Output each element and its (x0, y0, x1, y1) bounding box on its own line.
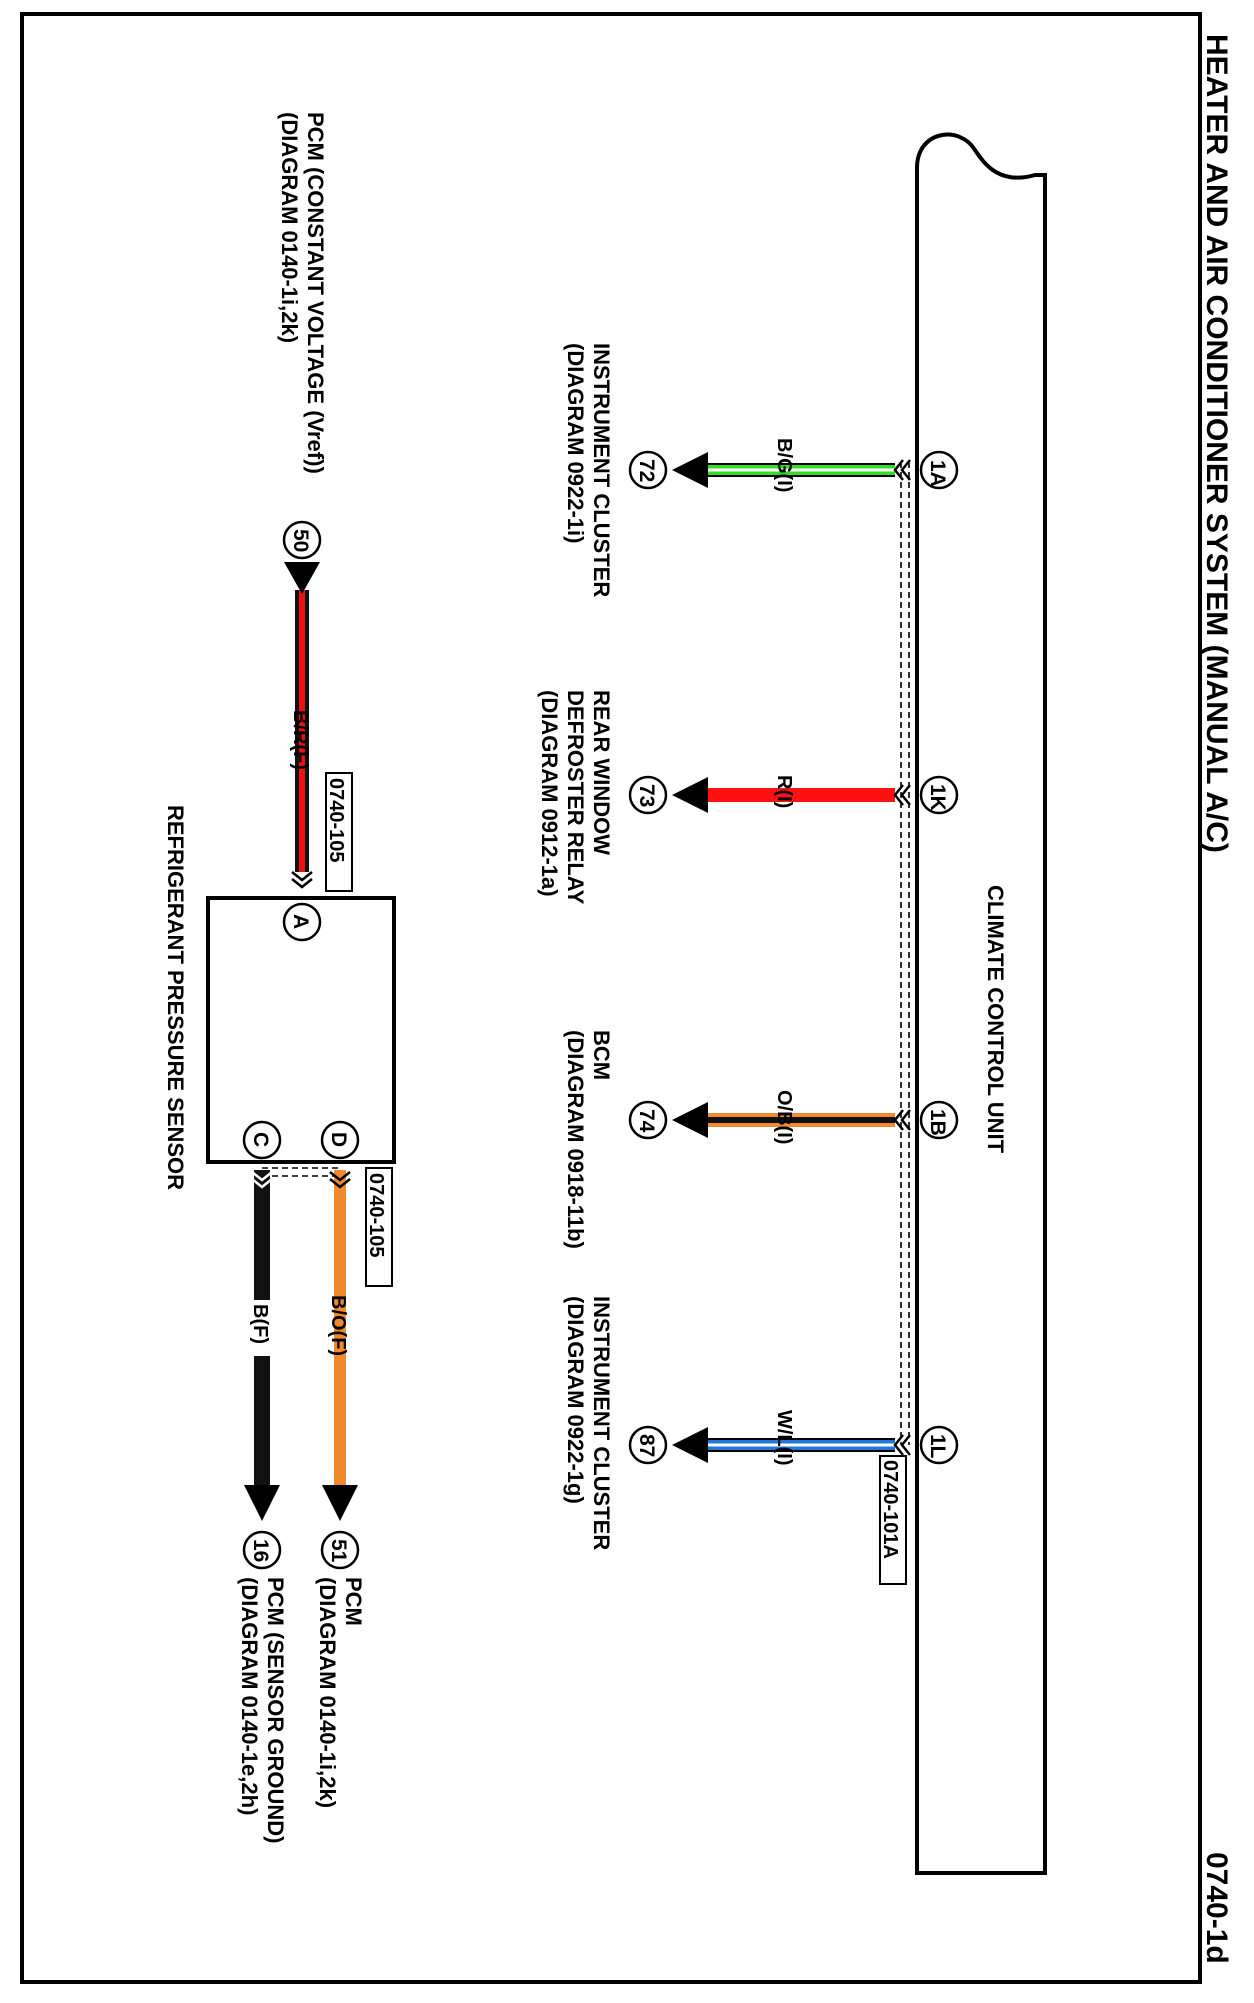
circuit-A: 50 A B/R(F) PCM (CONSTANT VOLTAGE (Vref)… (277, 112, 328, 942)
dest-circle-51 (320, 1530, 360, 1570)
wire-code-1A: B/G(I) (773, 438, 795, 492)
pin-label-C: C (249, 1132, 272, 1147)
pin-circle-1B (919, 1100, 959, 1140)
dest-ref-1B: (DIAGRAM 0918-11b) (563, 1030, 588, 1249)
arrow-1B (672, 1102, 708, 1138)
dest-name-1B: BCM (589, 1030, 614, 1080)
dest-ref-1L: (DIAGRAM 0922-1g) (563, 1296, 588, 1504)
connector-tag-0740-101A (879, 1455, 907, 1585)
wire-code-C: B(F) (249, 1304, 271, 1344)
arrow-C (244, 1485, 280, 1521)
pin-label-1A: 1A (926, 460, 949, 487)
connector-label-0740-101A: 0740-101A (879, 1460, 901, 1559)
circuit-1B: 1B O/B(I) 74 BCM (DIAGRAM 0918-11b) (563, 1030, 959, 1249)
connector-mark-D (329, 1171, 351, 1189)
sensor-box (206, 896, 396, 1164)
connector-mark-1K (893, 784, 911, 806)
climate-control-unit-box (915, 132, 1047, 1875)
dest-name1-1K: REAR WINDOW (589, 690, 614, 855)
pin-circle-D (320, 1120, 360, 1160)
connector-mark-1L (893, 1434, 911, 1456)
src-ref-A: (DIAGRAM 0140-1i,2k) (277, 112, 302, 343)
wire-code-1K: R(I) (773, 775, 795, 808)
dest-name-1L: INSTRUMENT CLUSTER (589, 1296, 614, 1550)
connector-tag-0740-105-top (325, 772, 353, 892)
dest-circle-74 (628, 1100, 668, 1140)
dest-ref-1A: (DIAGRAM 0922-1i) (563, 343, 588, 543)
connector-tag-0740-105-bottom (365, 1167, 393, 1287)
climate-control-unit-label: CLIMATE CONTROL UNIT (983, 885, 1008, 1154)
climate-control-unit-wires: 1A B/G(I) 72 INSTRUMENT CLUSTER (DIAGRAM… (537, 343, 959, 1550)
pin-circle-1K (919, 775, 959, 815)
connector-mark-A (291, 871, 313, 889)
dest-no-72: 72 (635, 459, 658, 482)
arrow-1K (672, 777, 708, 813)
pin-circle-C (242, 1120, 282, 1160)
src-no-50: 50 (289, 529, 312, 552)
wire-code-D: B/O(F) (327, 1295, 349, 1356)
arrow-A (284, 562, 320, 594)
pin-label-1L: 1L (926, 1434, 949, 1459)
dest-ref-1K: (DIAGRAM 0912-1a) (537, 690, 562, 897)
arrow-D (322, 1485, 358, 1521)
connector-label-0740-105-bottom: 0740-105 (365, 1173, 387, 1258)
arrow-1L (672, 1427, 708, 1463)
dest-no-73: 73 (635, 784, 658, 807)
pin-circle-A (282, 902, 322, 942)
dest-name-C: PCM (SENSOR GROUND) (263, 1577, 288, 1843)
connector-label-0740-105-top: 0740-105 (325, 778, 347, 863)
src-name-A: PCM (CONSTANT VOLTAGE (Vref)) (303, 112, 328, 474)
connector-mark-1A (893, 459, 911, 481)
connector-mark-1B (893, 1109, 911, 1131)
pin-circle-1L (919, 1425, 959, 1465)
arrow-1A (672, 452, 708, 488)
wire-code-1B: O/B(I) (773, 1090, 795, 1144)
dest-no-16: 16 (249, 1539, 272, 1562)
dest-no-51: 51 (327, 1539, 350, 1563)
wire-code-1L: W/L(I) (773, 1410, 795, 1466)
wire-code-C-bg (250, 1300, 274, 1356)
dest-ref-D: (DIAGRAM 0140-1i,2k) (315, 1577, 340, 1808)
dest-circle-73 (628, 775, 668, 815)
dest-name-1A: INSTRUMENT CLUSTER (589, 343, 614, 597)
circuit-C: C B(F) 16 PCM (SENSOR GROUND) (DIAGRAM 0… (237, 1120, 288, 1843)
src-circle-50 (282, 520, 322, 560)
dest-name-D: PCM (341, 1577, 366, 1626)
page-code: 0740-1d (1200, 1852, 1233, 1964)
dest-no-74: 74 (635, 1109, 658, 1133)
pin-label-1K: 1K (926, 784, 949, 811)
wire-code-A: B/R(F) (289, 710, 311, 770)
pin-label-D: D (327, 1132, 350, 1147)
sensor-label: REFRIGERANT PRESSURE SENSOR (163, 805, 188, 1190)
circuit-D: D B/O(F) 51 PCM (DIAGRAM 0140-1i,2k) (315, 1120, 366, 1808)
dest-circle-16 (242, 1530, 282, 1570)
dest-no-87: 87 (635, 1434, 658, 1457)
dest-name2-1K: DEFROSTER RELAY (563, 690, 588, 905)
dest-ref-C: (DIAGRAM 0140-1e,2h) (237, 1577, 262, 1815)
refrigerant-pressure-sensor: REFRIGERANT PRESSURE SENSOR 0740-105 074… (163, 112, 396, 1843)
pin-circle-1A (919, 450, 959, 490)
connector-mark-C (251, 1171, 273, 1189)
climate-control-unit: CLIMATE CONTROL UNIT 0740-101A (879, 132, 1047, 1875)
dest-circle-72 (628, 450, 668, 490)
pin-label-A: A (289, 914, 312, 929)
pin-label-1B: 1B (926, 1109, 949, 1136)
dest-circle-87 (628, 1425, 668, 1465)
circuit-1A: 1A B/G(I) 72 INSTRUMENT CLUSTER (DIAGRAM… (563, 343, 959, 597)
circuit-1L: 1L W/L(I) 87 INSTRUMENT CLUSTER (DIAGRAM… (563, 1296, 959, 1550)
page-border (20, 12, 1202, 1984)
diagram-title: HEATER AND AIR CONDITIONER SYSTEM (MANUA… (1200, 34, 1233, 853)
circuit-1K: 1K R(I) 73 REAR WINDOW DEFROSTER RELAY (… (537, 690, 959, 905)
